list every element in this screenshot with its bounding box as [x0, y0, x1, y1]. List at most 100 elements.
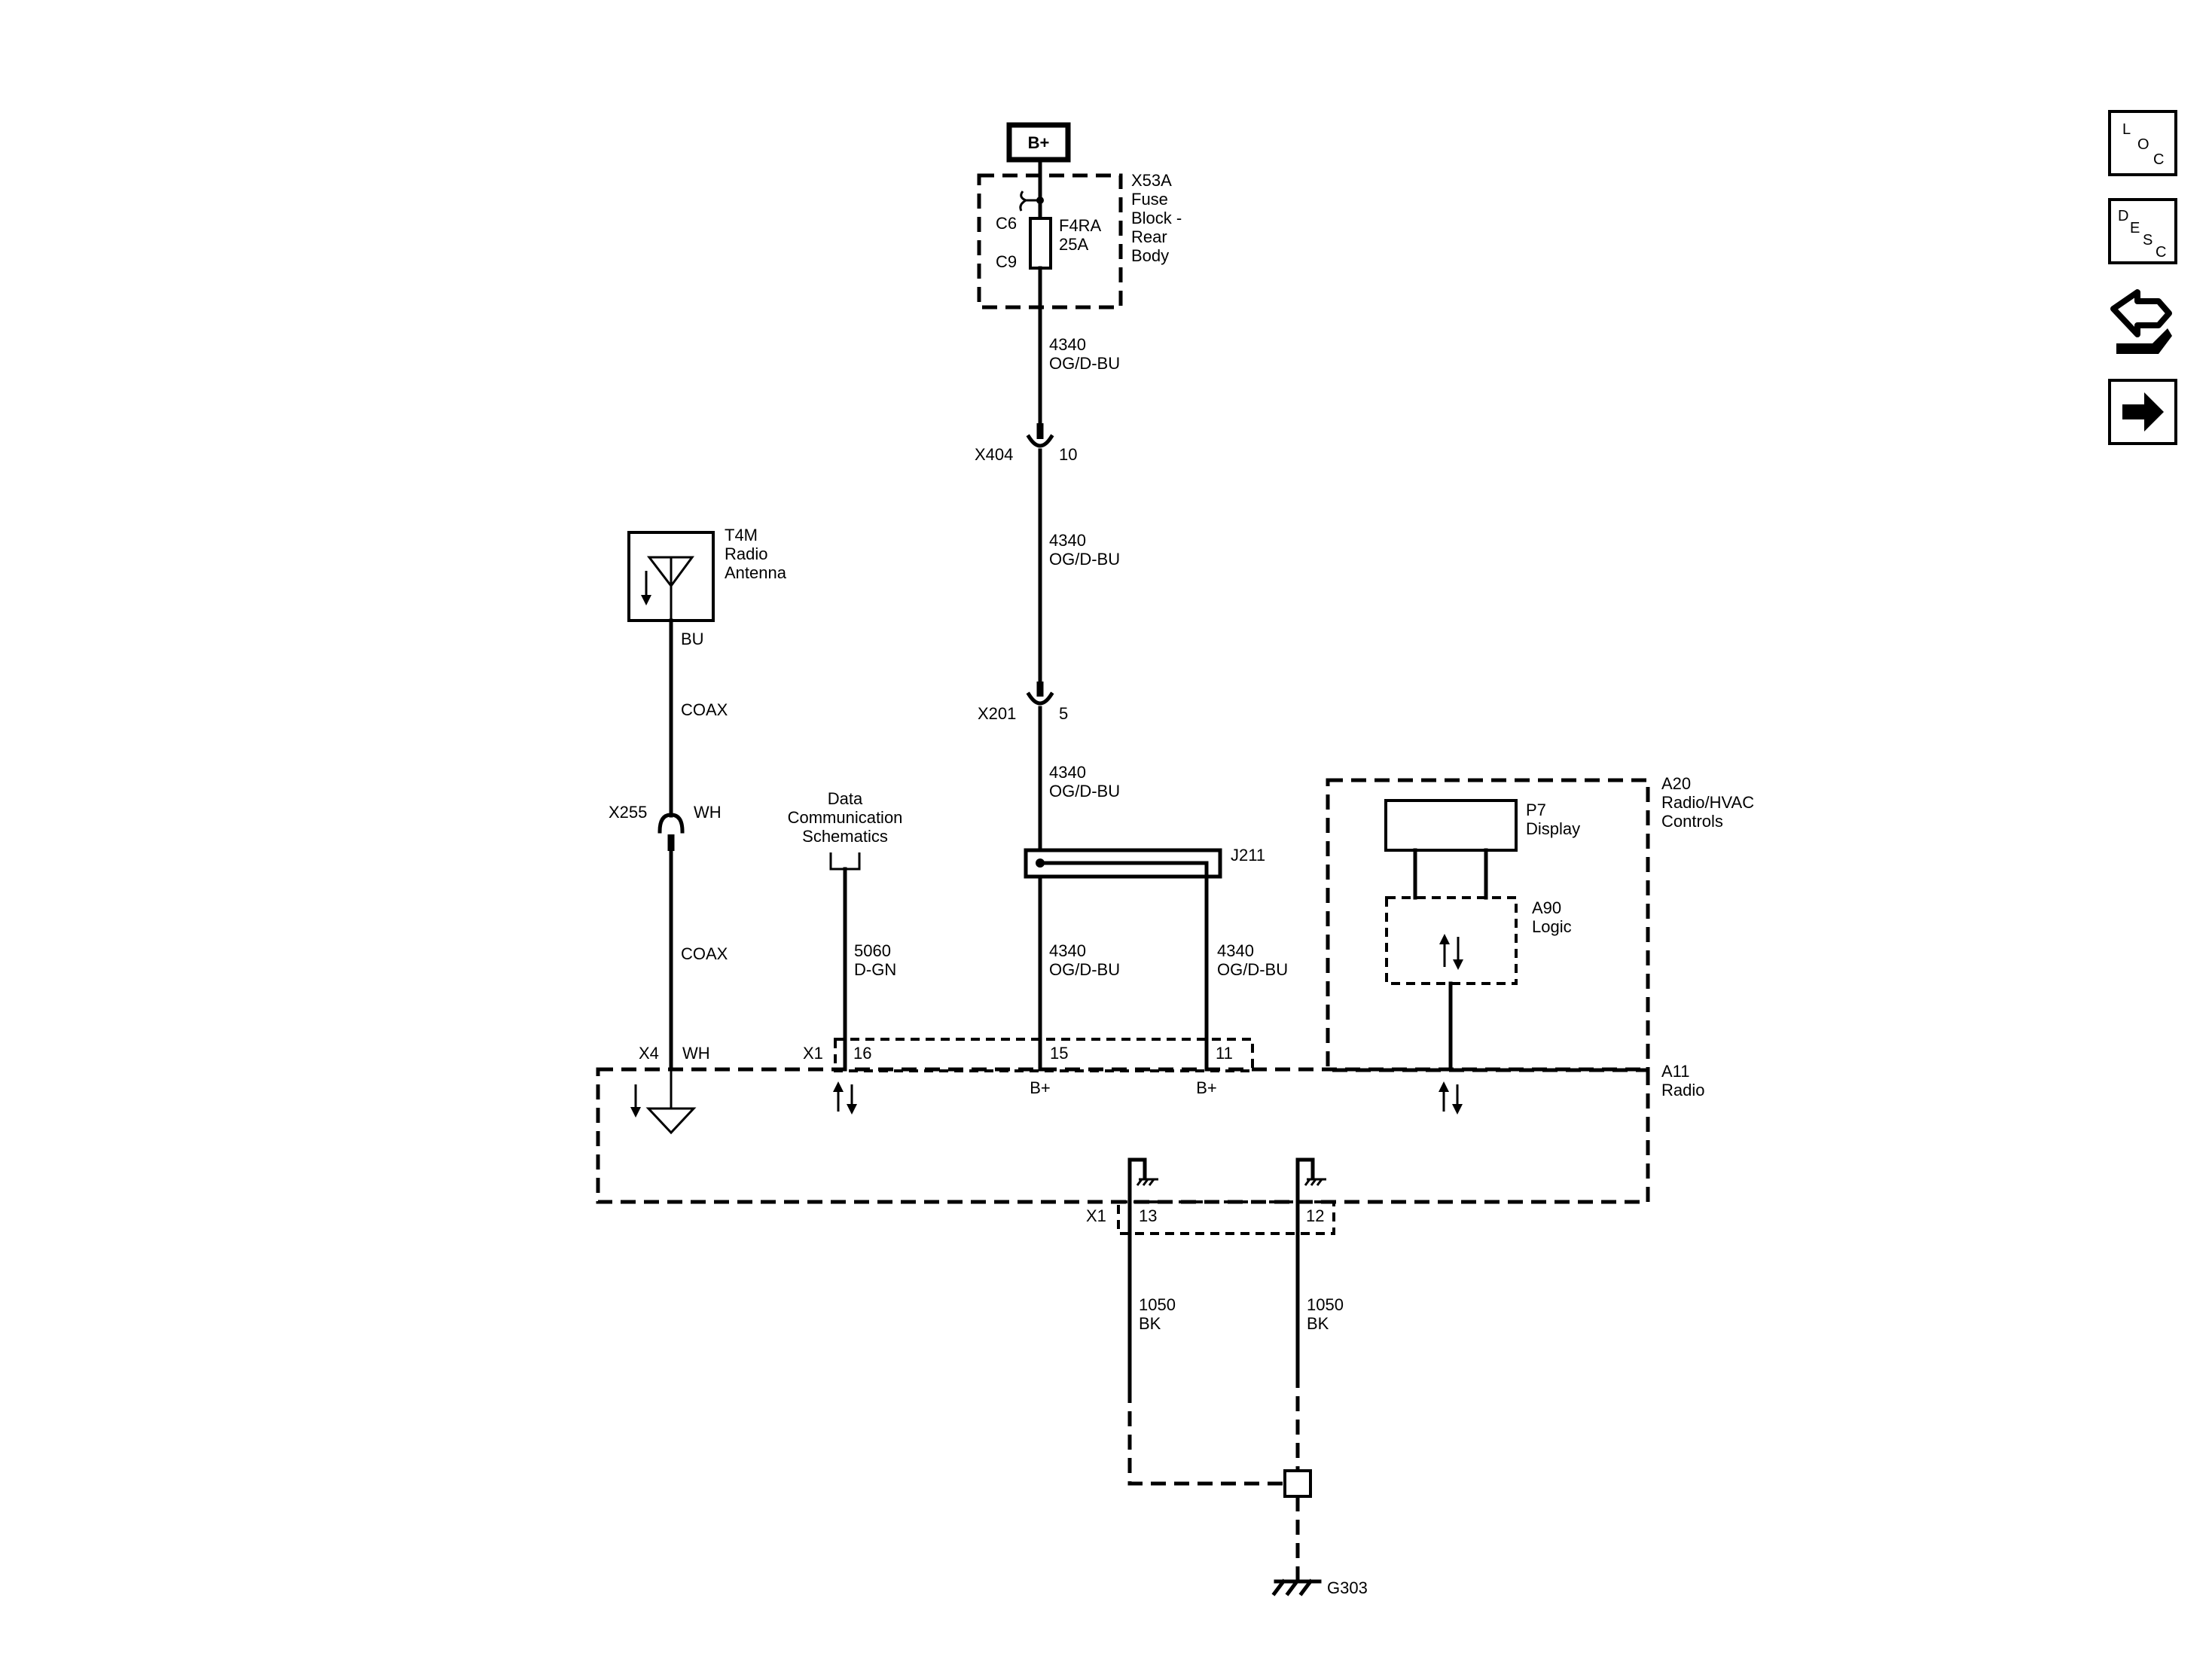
logic-bidirectional-icon: [1439, 934, 1463, 970]
antenna-desc-2: Antenna: [725, 563, 787, 582]
display-name: P7: [1526, 801, 1546, 819]
connector-x1-lower-outline: [1117, 1200, 1335, 1235]
connector-x255-name: X255: [609, 803, 647, 822]
fuse-terminal-hook: [1019, 191, 1040, 212]
display-label: Display: [1526, 819, 1580, 838]
coax-label-lower: COAX: [681, 944, 728, 963]
pin-16: 16: [853, 1044, 871, 1063]
connector-x1-upper-outline: [834, 1038, 1254, 1072]
description-letter-e: E: [2130, 220, 2140, 236]
splice-j211-dot: [1036, 858, 1045, 868]
connector-x404-pin: 10: [1059, 445, 1077, 464]
wire-4340-color-4: OG/D-BU: [1049, 960, 1120, 979]
connector-repair-icon: [2110, 289, 2172, 337]
wire-4340-color-2: OG/D-BU: [1049, 550, 1120, 569]
radio-controls-desc-1: Radio/HVAC: [1661, 793, 1754, 812]
radio-hvac-controls-outline: [1326, 778, 1650, 1072]
coax-label-upper: COAX: [681, 700, 728, 719]
connector-x201-pin: 5: [1059, 704, 1068, 723]
radio-controls-desc-2: Controls: [1661, 812, 1723, 831]
connector-x255: [657, 813, 685, 851]
fuse-block-desc-2: Block -: [1131, 209, 1182, 227]
connector-x201: [1026, 682, 1054, 706]
arrow-right-icon: [2122, 392, 2164, 432]
wire-1050-color-left: BK: [1139, 1314, 1161, 1333]
wire-4340-num-4: 4340: [1049, 941, 1086, 960]
pin-11: 11: [1216, 1044, 1233, 1063]
description-button[interactable]: D E S C: [2108, 198, 2177, 264]
radio-data-bidirectional-icon: [833, 1081, 857, 1115]
connector-x201-name: X201: [978, 704, 1016, 723]
fuse-f4ra: [1029, 217, 1052, 270]
ground-path-left-dashed: [1127, 1388, 1284, 1486]
wire-4340-num-3: 4340: [1049, 763, 1086, 782]
connector-x404: [1026, 423, 1054, 448]
wire-4340-num-2: 4340: [1049, 531, 1086, 550]
connector-x1-upper-name: X1: [803, 1044, 823, 1063]
pin-12: 12: [1306, 1206, 1324, 1225]
fuse-block-desc-3: Rear: [1131, 227, 1167, 246]
ground-splice-box: [1283, 1469, 1312, 1498]
fuse-block-name: X53A: [1131, 171, 1172, 190]
logic-label: Logic: [1532, 917, 1572, 936]
wrench-icon: [2116, 328, 2172, 354]
fuse-block-outline: [977, 173, 1123, 310]
antenna-name: T4M: [725, 526, 758, 544]
ground-g303-name: G303: [1327, 1578, 1368, 1597]
antenna-desc-1: Radio: [725, 544, 767, 563]
radio-controls-name: A20: [1661, 774, 1691, 793]
location-letter-c: C: [2153, 151, 2164, 168]
location-button[interactable]: L O C: [2108, 110, 2177, 176]
radio-antenna-input-icon: [630, 1069, 697, 1135]
display-p7-box: [1384, 799, 1518, 852]
b-plus-pin-15-label: B+: [1030, 1078, 1051, 1097]
ground-g303-icon: [1271, 1578, 1322, 1597]
connector-x1-lower-name: X1: [1086, 1206, 1106, 1225]
wire-4340-color-3: OG/D-BU: [1049, 782, 1120, 801]
splice-j211-name: J211: [1231, 846, 1265, 865]
location-letter-l: L: [2122, 121, 2131, 138]
wire-4340-color-1: OG/D-BU: [1049, 354, 1120, 373]
radio-a11-outline: [596, 1067, 1650, 1204]
data-comm-line-1: Data: [828, 789, 863, 808]
wire-1050-color-right: BK: [1307, 1314, 1329, 1333]
connector-repair-button[interactable]: [2110, 289, 2172, 354]
connector-x255-color: WH: [694, 803, 722, 822]
antenna-wire-color: BU: [681, 630, 704, 648]
connector-x404-name: X404: [975, 445, 1013, 464]
radio-internal-ground-1: [1127, 1157, 1158, 1252]
connector-x4-color: WH: [682, 1044, 710, 1063]
antenna-icon: [641, 556, 694, 621]
logic-name: A90: [1532, 898, 1561, 917]
b-plus-pin-11-label: B+: [1196, 1078, 1217, 1097]
data-comm-line-3: Schematics: [802, 827, 888, 846]
data-comm-reference-bracket: [829, 852, 861, 871]
wire-5060-color: D-GN: [854, 960, 896, 979]
wire-1050-num-left: 1050: [1139, 1295, 1176, 1314]
b-plus-source-label: B+: [1028, 133, 1050, 152]
fuse-pin-bottom: C9: [996, 252, 1017, 271]
fuse-pin-top: C6: [996, 214, 1017, 233]
data-comm-line-2: Communication: [788, 808, 903, 827]
description-letter-d: D: [2118, 208, 2128, 224]
location-letter-o: O: [2137, 136, 2149, 153]
radio-label: Radio: [1661, 1081, 1704, 1099]
wire-1050-num-right: 1050: [1307, 1295, 1344, 1314]
logic-a90-box: [1385, 896, 1518, 985]
description-letter-s: S: [2143, 232, 2153, 249]
wire-5060-num: 5060: [854, 941, 891, 960]
next-page-button[interactable]: [2108, 379, 2177, 445]
connector-x4-name: X4: [639, 1044, 659, 1063]
pin-13: 13: [1139, 1206, 1157, 1225]
wire-4340-num-5: 4340: [1217, 941, 1254, 960]
radio-logic-bidirectional-icon: [1439, 1081, 1463, 1115]
fuse-block-desc-4: Body: [1131, 246, 1169, 265]
radio-name: A11: [1661, 1062, 1690, 1081]
battery-positive-source: B+: [1006, 122, 1071, 163]
wire-4340-color-5: OG/D-BU: [1217, 960, 1288, 979]
pin-15: 15: [1050, 1044, 1068, 1063]
description-letter-c: C: [2156, 244, 2166, 261]
radio-internal-ground-2: [1295, 1157, 1326, 1252]
fuse-rating: 25A: [1059, 235, 1088, 254]
